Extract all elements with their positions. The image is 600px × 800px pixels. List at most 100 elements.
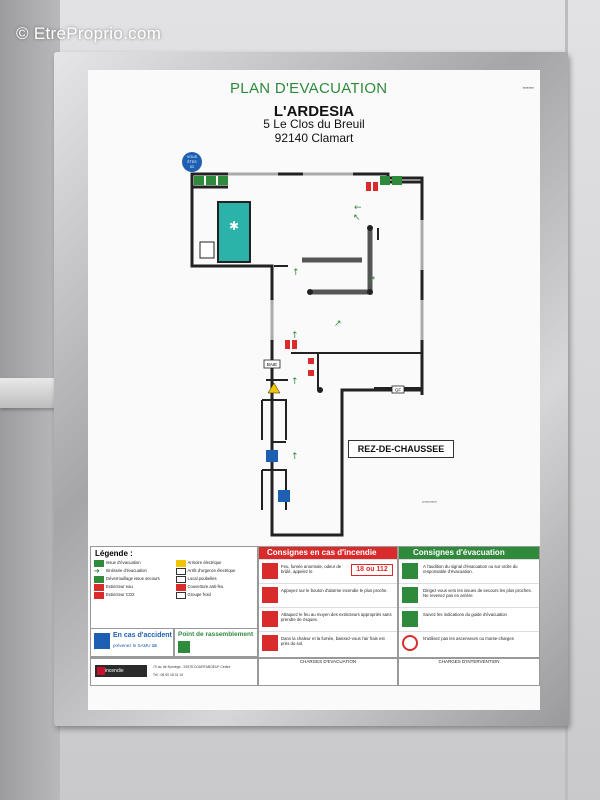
signal-icon [402,563,418,579]
electric-panel-icon [175,560,186,567]
rally-point-icon [178,641,190,653]
pillar [367,225,373,231]
pillar [317,387,323,393]
unlock-icon [94,576,104,583]
no-elevator-icon [402,635,418,651]
legend-title: Légende : [95,549,133,558]
evacuation-staff-box: CHARGES D'EVACUATION [258,658,398,686]
you-are-here-marker [182,152,202,172]
evac-arrow-icon: ↑ [292,268,300,278]
exit-run-icon [402,587,418,603]
extinguisher-icon [366,182,371,191]
evac-arrow-icon: ← [354,203,362,213]
exit-icon [94,560,104,567]
rally-point-panel: Point de rassemblement [174,628,258,657]
rally-point-title: Point de rassemblement [178,631,254,638]
exit-sign-icon [380,176,390,185]
legend-item: Couverture anti-feu [175,584,255,591]
emergency-stop-icon [175,568,186,575]
room-baie-label: BAIE [267,362,277,367]
evacuation-row: Dirigez-vous vers les issues de secours … [399,583,539,607]
emergency-phone: 18 ou 112 [351,564,393,576]
guide-icon [402,611,418,627]
legend-item: Local poubelles [175,576,255,583]
cooling-icon: ✱ [229,219,239,233]
evac-arrow-icon: ↖ [353,213,361,223]
arrow-icon: ➜ [94,568,100,575]
legend-item: Arrêt d'urgence électrique [175,568,255,575]
evac-arrow-icon: ↑ [291,452,299,462]
evacuation-row: A l'audition du signal d'évacuation ou s… [399,559,539,583]
legend-item: Armoire électrique [175,560,255,567]
trash-icon [175,576,186,583]
electrical-panel-icon [267,382,281,394]
fire-alarm-icon [308,370,314,376]
exit-sign-icon [206,176,216,185]
company-logo: incendie [95,665,147,677]
fire-row: Feu, fumée anormale, odeur de brûlé, app… [259,559,397,583]
pillar [367,289,373,295]
address-line-2: 92140 Clamart [274,131,354,145]
address-line-1: 5 Le Clos du Breuil [263,117,365,131]
poster-note: ▪▪▪▪▪▪▪▪ [522,85,534,90]
intervention-staff-box: CHARGES D'INTERVENTION [398,658,540,686]
fire-blanket-icon [308,358,314,364]
elevator-icon [199,241,215,259]
technical-room [217,201,251,263]
you-are-here-2: ÊTES [187,159,197,164]
extinguisher-icon [292,340,297,349]
exit-sign-icon [392,176,402,185]
accident-subtitle: prévenez le SAMU 15 [113,643,157,648]
evacuation-row: Suivez les indications du guide d'évacua… [399,607,539,631]
fire-row: Attaquez le feu au moyen des extincteurs… [259,607,397,631]
evacuation-row: N'utilisez pas les ascenseurs ou monte-c… [399,631,539,655]
fire-row: Dans la chaleur et la fumée, baissez-vou… [259,631,397,655]
evac-arrow-icon: ↗ [334,319,342,329]
samu-number: 15 [151,643,157,648]
cooling-unit-icon [175,592,186,599]
legend-item: Issue d'évacuation [94,560,173,567]
legend-item: Extincteur eau [94,584,173,591]
ambulance-icon [94,633,110,649]
company-address: 70 av. de Norvège - 91978 COURTABOEUF Ce… [153,665,231,669]
evac-arrow-icon: ↑ [291,377,299,387]
company-panel: incendie 70 av. de Norvège - 91978 COURT… [90,658,258,686]
fire-icon [262,563,278,579]
you-are-here-3: ICI [190,165,195,169]
crouch-icon [262,635,278,651]
building-name: L'ARDESIA [273,103,355,120]
poster-title: PLAN D'EVACUATION [230,80,388,97]
fire-heading: Consignes en cas d'incendie [259,547,397,559]
floor-plan: ✱ VOUS ÊTES ICI ↑ ↗ ↗ ↑ ↑ [182,152,424,537]
toilet-icon [266,450,278,462]
exit-sign-icon [194,176,204,185]
co2-extinguisher-icon [94,592,104,599]
water-extinguisher-icon [94,584,104,591]
company-logo-mark [97,667,105,675]
fire-row: Appuyez sur le bouton d'alarme incendie … [259,583,397,607]
company-tel: Tél : 08 00 18 31 10 [153,673,184,677]
accident-panel: En cas d'accident prévenez le SAMU 15 [90,628,174,657]
accident-title: En cas d'accident [113,632,172,639]
evacuation-instructions-panel: Consignes d'évacuation A l'audition du s… [398,546,540,658]
evac-arrow-icon: ↑ [291,331,299,341]
legend-item: Déverrouillage issue secours [94,576,173,583]
legend-item: ➜Itinéraire d'évacuation [94,568,147,575]
toilet-icon [278,490,290,502]
legend-item: Groupe froid [175,592,255,599]
extinguisher-use-icon [262,611,278,627]
evacuation-poster: PLAN D'EVACUATION ▪▪▪▪▪▪▪▪ L'ARDESIA 5 L… [88,70,540,710]
room-baie [263,359,281,369]
fire-instructions-panel: Consignes en cas d'incendie Feu, fumée a… [258,546,398,658]
exit-sign-icon [218,176,228,185]
evacuation-heading: Consignes d'évacuation [399,547,539,559]
floor-label: REZ-DE-CHAUSSEE [348,440,454,458]
extinguisher-icon [285,340,290,349]
room-gf-label: GF [395,388,402,393]
room-gf [391,385,405,394]
legend-item: Extincteur CO2 [94,592,173,599]
extinguisher-icon [373,182,378,191]
evac-arrow-icon: ↗ [368,275,376,285]
alarm-button-icon [262,587,278,603]
fire-blanket-icon [175,584,186,591]
